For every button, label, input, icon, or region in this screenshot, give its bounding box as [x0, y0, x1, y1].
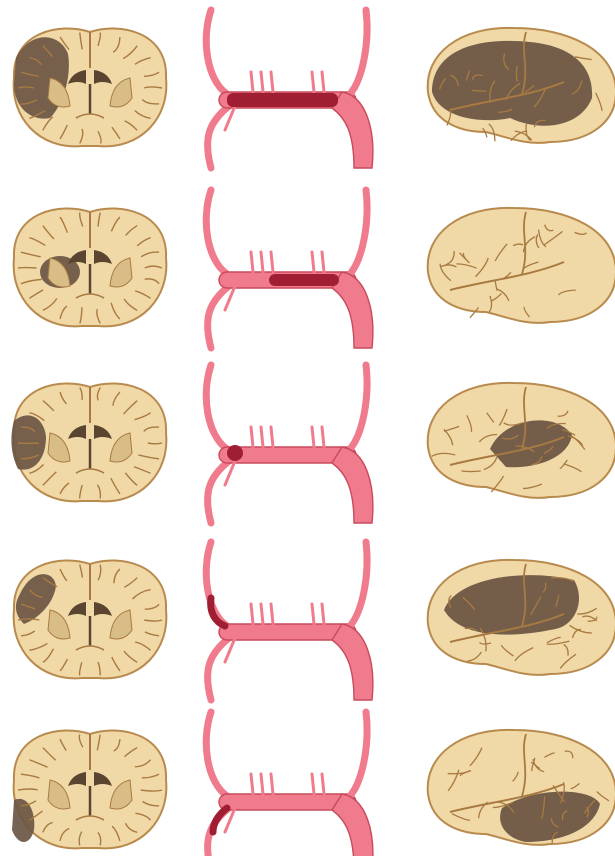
perforator-branch: [251, 72, 253, 92]
perforator-branch: [251, 774, 253, 794]
coronal-section: [11, 383, 166, 501]
lateral-brain-view: [428, 28, 615, 143]
lateral-outline: [428, 208, 615, 323]
perforator-branch: [271, 774, 273, 794]
left-branch-vessel: [206, 712, 227, 796]
perforator-branch: [312, 72, 314, 92]
perforator-branch: [271, 427, 273, 447]
perforator-branch: [261, 72, 263, 92]
left-lower-vessel: [208, 286, 229, 348]
perforator-branch: [322, 72, 324, 92]
perforator-branch: [261, 427, 263, 447]
coronal-section: [14, 560, 167, 678]
carotid-vessel: [332, 447, 373, 523]
perforator-branch: [312, 252, 314, 272]
perforator-branch: [251, 252, 253, 272]
mca-artery-diagram: [206, 712, 373, 856]
coronal-section: [14, 208, 167, 326]
right-branch-vessel: [350, 712, 367, 796]
perforator-branch: [261, 252, 263, 272]
sulcus-line: [148, 443, 162, 444]
perforator-branch: [322, 252, 324, 272]
right-branch-vessel: [350, 190, 367, 274]
coronal-section: [14, 28, 167, 146]
mca-artery-diagram: [206, 10, 373, 168]
perforator-branch: [271, 72, 273, 92]
coronal-section: [12, 730, 166, 848]
left-lower-vessel: [208, 638, 229, 700]
lateral-brain-view: [428, 208, 615, 323]
left-lower-vessel: [208, 106, 229, 168]
carotid-vessel: [332, 92, 373, 168]
perforator-branch: [271, 604, 273, 624]
carotid-vessel: [332, 794, 373, 856]
infarct-region: [432, 41, 592, 126]
perforator-branch: [251, 427, 253, 447]
mca-artery-diagram: [206, 190, 373, 348]
lateral-brain-view: [428, 383, 615, 498]
occlusion-clot: [227, 93, 338, 107]
perforator-branch: [261, 604, 263, 624]
left-branch-vessel: [206, 10, 227, 94]
right-branch-vessel: [350, 542, 367, 626]
occlusion-clot: [269, 274, 339, 286]
perforator-branch: [312, 427, 314, 447]
lateral-brain-view: [428, 560, 615, 675]
perforator-branch: [261, 774, 263, 794]
right-branch-vessel: [350, 365, 367, 449]
left-branch-vessel: [206, 365, 227, 449]
perforator-branch: [322, 427, 324, 447]
occlusion-clot: [227, 445, 243, 461]
perforator-branch: [322, 604, 324, 624]
carotid-vessel: [332, 272, 373, 348]
gyrus-line: [461, 471, 480, 472]
mca-artery-diagram: [206, 542, 373, 700]
perforator-branch: [312, 774, 314, 794]
perforator-branch: [251, 604, 253, 624]
carotid-vessel: [332, 624, 373, 700]
left-lower-vessel: [208, 461, 229, 523]
left-branch-vessel: [206, 190, 227, 274]
perforator-branch: [271, 252, 273, 272]
perforator-branch: [322, 774, 324, 794]
right-branch-vessel: [350, 10, 367, 94]
mca-artery-diagram: [206, 365, 373, 523]
lateral-brain-view: [428, 730, 615, 845]
perforator-branch: [312, 604, 314, 624]
